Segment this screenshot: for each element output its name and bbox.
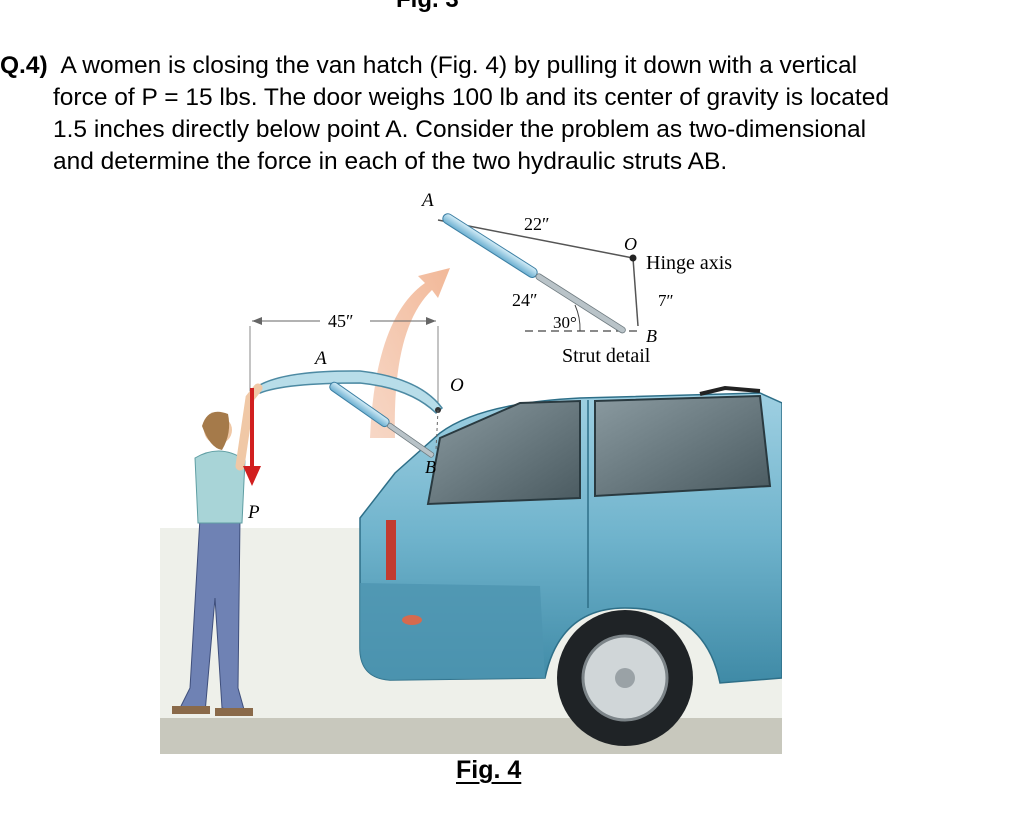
question-line-2: force of P = 15 lbs. The door weighs 100… (53, 84, 889, 111)
woman-shoe-left (172, 706, 210, 714)
woman-shoe-right (215, 708, 253, 716)
dimension-45-label: 45″ (328, 311, 354, 331)
question-number: Q.4) (0, 52, 48, 79)
van-tail-light (386, 520, 396, 580)
main-label-O: O (450, 375, 464, 396)
figure-caption: Fig. 4 (456, 756, 522, 784)
hinge-axis-label: Hinge axis (646, 252, 732, 274)
hinge-point (629, 254, 637, 262)
strut-detail-dim-22: 22″ (524, 214, 550, 234)
main-label-B: B (425, 457, 436, 477)
strut-detail-title: Strut detail (562, 345, 651, 367)
strut-detail-label-A: A (420, 190, 434, 211)
ground-strip (160, 718, 782, 754)
woman-jeans (179, 517, 246, 714)
previous-figure-label: Fig. 3 (396, 0, 459, 14)
strut-detail-line-OB (632, 257, 639, 327)
dimension-45-arrow-right (426, 317, 436, 325)
question-line-1: Q.4) A women is closing the van hatch (F… (0, 52, 858, 79)
woman-hair (202, 411, 230, 450)
van-rear-window (426, 399, 581, 506)
van-hatch-figure: A 22″ O Hinge axis 24″ 7″ 30° B Strut de… (160, 190, 782, 754)
open-hatch (253, 370, 444, 415)
angle-arc (574, 304, 581, 332)
main-strut (329, 381, 435, 458)
force-P-head (243, 466, 261, 486)
strut-detail-label-O: O (624, 234, 637, 254)
question-line-4: and determine the force in each of the t… (53, 148, 728, 175)
strut-detail-label-B: B (646, 326, 657, 346)
van-side-window (594, 394, 772, 498)
main-strut-rod (387, 422, 435, 458)
woman-arm (235, 383, 263, 471)
woman-shirt (194, 450, 246, 524)
van (359, 385, 782, 746)
strut-detail-rod (535, 273, 626, 334)
van-reflector (402, 615, 422, 625)
strut-detail-dim-7: 7″ (658, 291, 674, 310)
question-line-3: 1.5 inches directly below point A. Consi… (53, 116, 867, 143)
van-bumper (360, 583, 545, 680)
dimension-45: 45″ (249, 311, 439, 428)
strut-detail: A 22″ O Hinge axis 24″ 7″ 30° B Strut de… (420, 190, 732, 367)
strut-detail-line-AO (437, 219, 634, 259)
van-hub (615, 668, 635, 688)
strut-detail-dim-24: 24″ (512, 290, 538, 310)
force-P-label: P (247, 502, 260, 523)
motion-arrow (370, 268, 450, 438)
dimension-45-arrow-left (252, 317, 262, 325)
main-line-OB (435, 409, 439, 451)
main-label-A: A (313, 348, 327, 369)
woman (172, 383, 263, 716)
force-P-arrow: P (243, 388, 261, 523)
van-roof-rack (699, 385, 761, 396)
strut-detail-angle: 30° (553, 313, 577, 332)
